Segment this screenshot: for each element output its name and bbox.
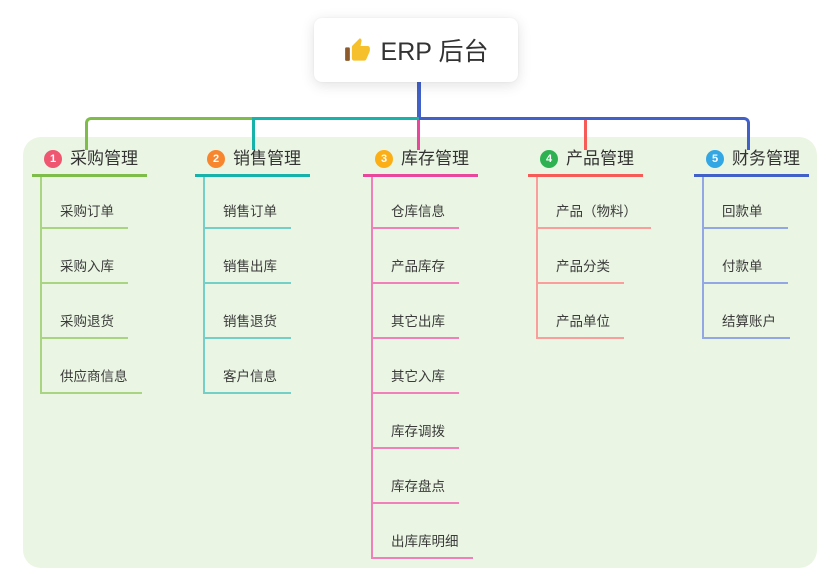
- branch-4: 4 产品管理 产品（物料） 产品分类产品单位: [528, 149, 651, 339]
- child-item[interactable]: 付款单: [704, 229, 788, 284]
- branch-header[interactable]: 1 采购管理: [32, 149, 147, 177]
- child-item[interactable]: 回款单: [704, 177, 788, 229]
- child-label: 其它入库: [391, 369, 445, 384]
- root-node-erp[interactable]: ERP 后台: [314, 18, 518, 82]
- child-label: 采购退货: [60, 314, 114, 329]
- branch-number-badge: 3: [375, 150, 393, 168]
- child-label: 库存盘点: [391, 479, 445, 494]
- child-label: 付款单: [722, 259, 763, 274]
- child-item[interactable]: 供应商信息: [42, 339, 142, 394]
- branch-header[interactable]: 2 销售管理: [195, 149, 310, 177]
- branch-3: 3 库存管理 仓库信息产品库存其它出库其它入库库存调拨库存盘点出库库明细: [363, 149, 478, 559]
- branch-number-badge: 5: [706, 150, 724, 168]
- child-item[interactable]: 库存调拨: [373, 394, 459, 449]
- branch-label: 财务管理: [732, 149, 800, 168]
- branch-number-badge: 4: [540, 150, 558, 168]
- branch-5: 5 财务管理 回款单付款单结算账户: [694, 149, 809, 339]
- branch-header[interactable]: 5 财务管理: [694, 149, 809, 177]
- child-item[interactable]: 仓库信息: [373, 177, 459, 229]
- child-label: 结算账户: [722, 314, 776, 329]
- branch-children: 仓库信息产品库存其它出库其它入库库存调拨库存盘点出库库明细: [371, 177, 478, 559]
- branch-label: 产品管理: [566, 149, 634, 168]
- child-item[interactable]: 产品单位: [538, 284, 624, 339]
- child-label: 客户信息: [223, 369, 277, 384]
- child-item[interactable]: 销售订单: [205, 177, 291, 229]
- child-label: 其它出库: [391, 314, 445, 329]
- branches-panel: [23, 137, 817, 568]
- child-item[interactable]: 结算账户: [704, 284, 790, 339]
- child-label: 仓库信息: [391, 204, 445, 219]
- child-item[interactable]: 其它出库: [373, 284, 459, 339]
- root-title: ERP 后台: [380, 38, 489, 66]
- branch-number-badge: 2: [207, 150, 225, 168]
- child-label: 回款单: [722, 204, 763, 219]
- branch-children: 销售订单销售出库销售退货客户信息: [203, 177, 310, 394]
- child-item[interactable]: 客户信息: [205, 339, 291, 394]
- child-item[interactable]: 销售出库: [205, 229, 291, 284]
- branch-header[interactable]: 4 产品管理: [528, 149, 643, 177]
- child-label: 销售订单: [223, 204, 277, 219]
- child-item[interactable]: 产品库存: [373, 229, 459, 284]
- branch-2: 2 销售管理 销售订单销售出库销售退货客户信息: [195, 149, 310, 394]
- branch-label: 库存管理: [401, 149, 469, 168]
- child-item[interactable]: 产品分类: [538, 229, 624, 284]
- child-item[interactable]: 库存盘点: [373, 449, 459, 504]
- branch-number-badge: 1: [44, 150, 62, 168]
- connector-branch-4: [584, 120, 587, 150]
- child-label: 销售退货: [223, 314, 277, 329]
- child-label: 产品库存: [391, 259, 445, 274]
- branch-1: 1 采购管理 采购订单采购入库采购退货供应商信息: [32, 149, 147, 394]
- connector-branch-5: [419, 117, 750, 150]
- child-label: 出库库明细: [391, 534, 459, 549]
- branch-children: 产品（物料） 产品分类产品单位: [536, 177, 651, 339]
- branch-children: 回款单付款单结算账户: [702, 177, 809, 339]
- child-label: 采购订单: [60, 204, 114, 219]
- connector-branch-3: [417, 120, 420, 150]
- child-label: 产品（物料）: [556, 204, 637, 219]
- child-item[interactable]: 出库库明细: [373, 504, 473, 559]
- branch-children: 采购订单采购入库采购退货供应商信息: [40, 177, 147, 394]
- thumbs-up-icon: [344, 37, 370, 61]
- child-item[interactable]: 采购订单: [42, 177, 128, 229]
- branch-header[interactable]: 3 库存管理: [363, 149, 478, 177]
- child-item[interactable]: 采购退货: [42, 284, 128, 339]
- child-label: 销售出库: [223, 259, 277, 274]
- child-label: 产品分类: [556, 259, 610, 274]
- child-item[interactable]: 产品（物料）: [538, 177, 651, 229]
- connector-branch-2: [252, 117, 419, 150]
- child-item[interactable]: 其它入库: [373, 339, 459, 394]
- connector-trunk: [417, 82, 421, 120]
- child-item[interactable]: 采购入库: [42, 229, 128, 284]
- child-label: 供应商信息: [60, 369, 128, 384]
- child-item[interactable]: 销售退货: [205, 284, 291, 339]
- child-label: 库存调拨: [391, 424, 445, 439]
- branch-label: 销售管理: [233, 149, 301, 168]
- connector-branch-1: [85, 117, 252, 150]
- branch-label: 采购管理: [70, 149, 138, 168]
- child-label: 采购入库: [60, 259, 114, 274]
- child-label: 产品单位: [556, 314, 610, 329]
